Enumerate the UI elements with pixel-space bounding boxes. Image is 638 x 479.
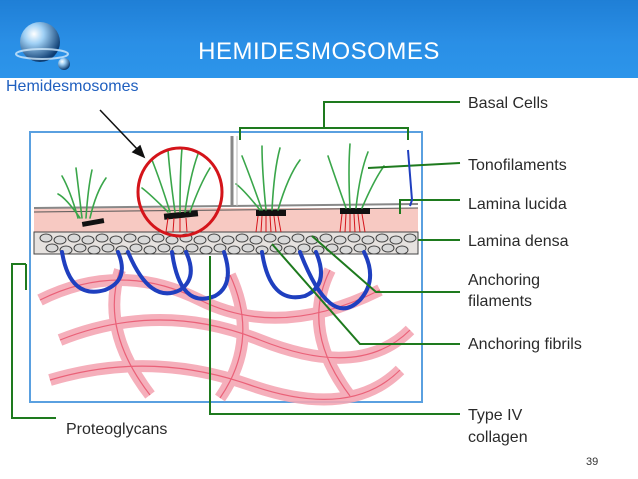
hemidesmosomes-label: Hemidesmosomes [6,78,139,95]
basal-cells-bracket [239,101,460,140]
sphere-logo-icon [15,22,70,70]
anchoring-filaments-leader [311,235,460,293]
lamina-densa-label: Lamina densa [468,233,569,250]
lamina-lucida-leader [399,199,460,214]
anchoring-fibrils-label: Anchoring fibrils [468,336,582,353]
basal-cells-label: Basal Cells [468,95,549,112]
proteoglycans-label: Proteoglycans [66,421,168,438]
type-iv-collagen-leader [209,256,460,415]
hemidesmosome-highlight-circle [136,146,224,238]
diagram-frame [29,131,423,403]
anchoring-fibrils-leader [271,243,460,345]
anchoring-filaments-label-line1: Anchoring [468,272,541,289]
lamina-densa [33,231,419,255]
lamina-lucida-label: Lamina lucida [468,196,567,213]
tonofilaments-leader [367,162,461,169]
tonofilaments [57,143,385,219]
anchoring-filaments [165,213,366,233]
title-banner [0,0,638,78]
anchoring-filaments-label-line2: filaments [468,293,533,310]
anchoring-fibrils [60,250,372,311]
page-number: 39 [586,456,599,468]
type-iv-collagen-label-line1: Type IV [468,407,523,424]
hemidesmosomes-arrow [99,109,146,159]
tonofilaments-label: Tonofilaments [468,157,567,174]
page-title: HEMIDESMOSOMES [198,38,440,65]
leader-lines [11,101,461,419]
type-iv-collagen-label-line2: collagen [468,429,528,446]
proteoglycans-bracket [11,263,56,419]
